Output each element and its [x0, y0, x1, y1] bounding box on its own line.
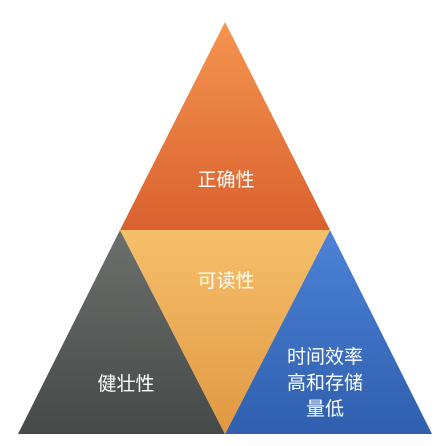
center-triangle [120, 230, 330, 434]
left-triangle [18, 230, 225, 434]
right-label-line-1: 时间效率 [287, 346, 363, 368]
center-label: 可读性 [197, 270, 254, 292]
left-label: 健壮性 [97, 373, 154, 395]
right-label-line-3: 量低 [306, 398, 344, 420]
top-triangle [120, 22, 330, 230]
right-triangle [225, 230, 432, 434]
top-label: 正确性 [197, 169, 254, 191]
right-label-line-2: 高和存储 [287, 372, 363, 394]
